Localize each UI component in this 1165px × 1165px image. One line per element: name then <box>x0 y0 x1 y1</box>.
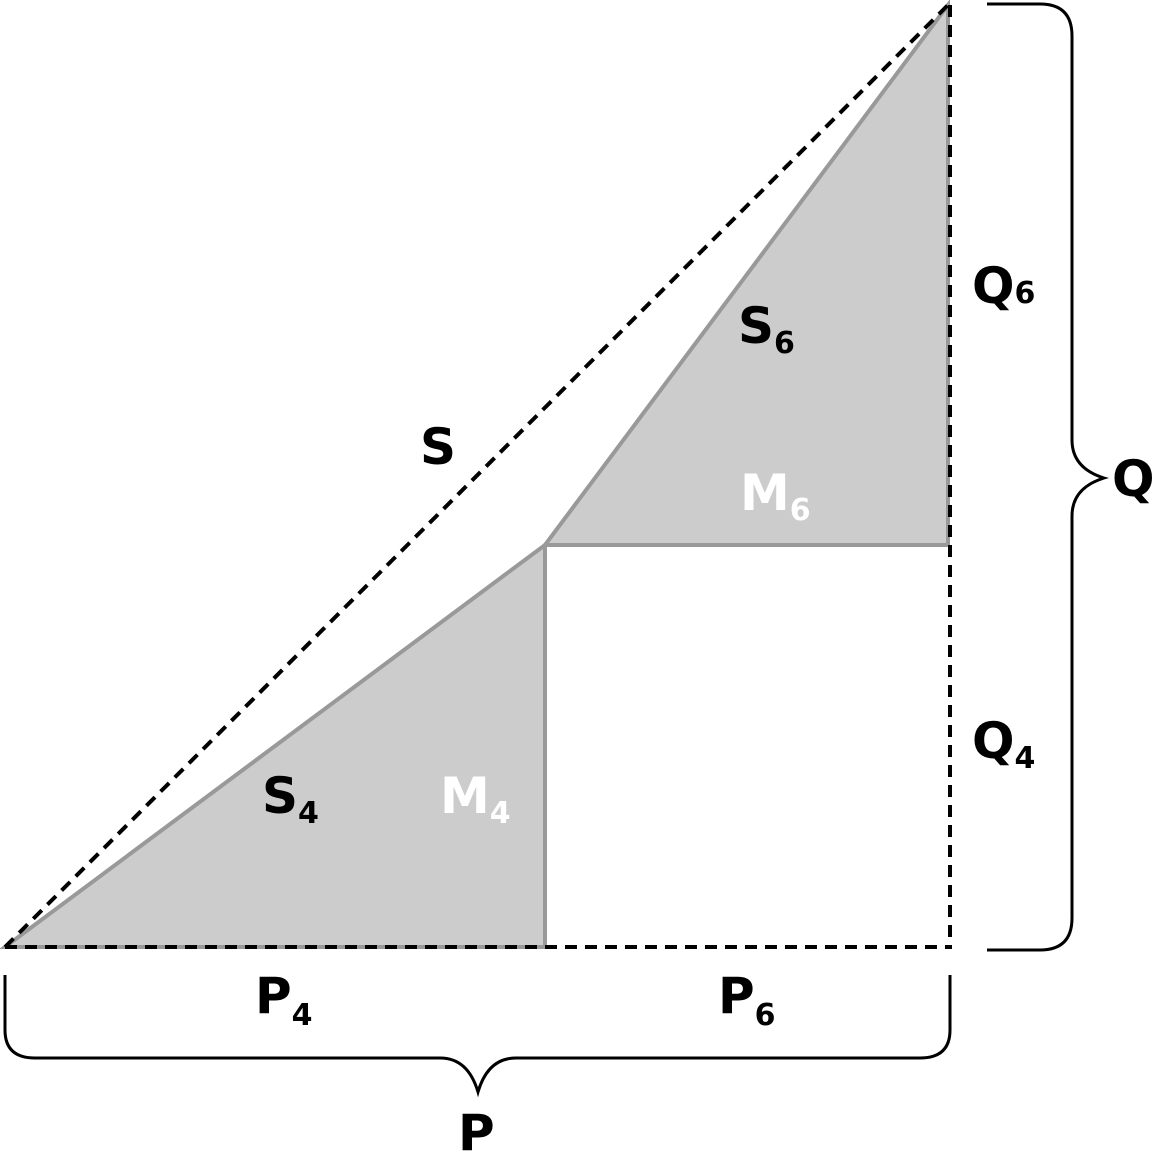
label-Q6: Q6 <box>972 257 1035 315</box>
hypotenuse-dashed <box>3 3 950 949</box>
label-P6: P6 <box>718 967 776 1033</box>
bottom-brace <box>3 975 952 1098</box>
right-brace <box>987 2 1110 952</box>
label-M4: M4 <box>440 767 511 831</box>
label-Q4: Q4 <box>972 712 1035 776</box>
label-M6: M6 <box>740 464 811 528</box>
label-S: S <box>420 418 456 476</box>
label-P: P <box>458 1104 495 1162</box>
lower-shaded-triangle <box>0 541 547 949</box>
label-Q: Q <box>1112 450 1155 508</box>
label-S6: S6 <box>738 297 795 361</box>
label-P4: P4 <box>255 967 313 1033</box>
label-S4: S4 <box>262 767 319 831</box>
